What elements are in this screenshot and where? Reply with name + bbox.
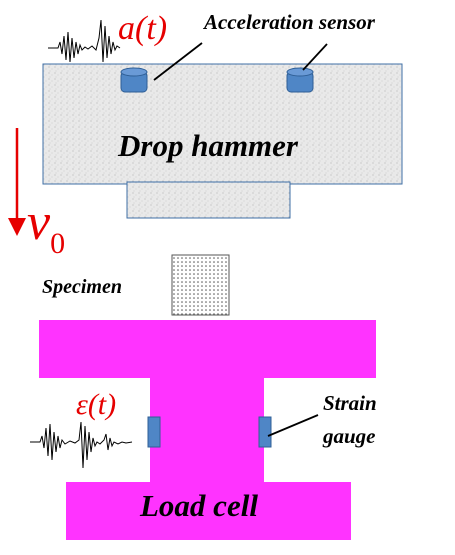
load-cell-body	[39, 320, 376, 540]
acceleration-symbol: a(t)	[118, 10, 168, 47]
acceleration-sensor-left	[120, 67, 148, 93]
strain-gauge-leader	[267, 414, 319, 437]
strain-symbol: ε(t)	[76, 388, 117, 421]
specimen-block	[171, 254, 230, 316]
velocity-subscript: 0	[50, 227, 66, 260]
hammer-striker	[126, 181, 291, 219]
strain-gauge-label-line2: gauge	[323, 424, 376, 448]
acceleration-sensor-right	[286, 67, 314, 93]
sensor-leader-left	[153, 42, 203, 81]
velocity-label: v0	[27, 193, 65, 260]
velocity-arrowhead	[8, 218, 26, 236]
acceleration-sensor-label: Acceleration sensor	[204, 10, 375, 34]
acceleration-waveform	[48, 19, 121, 63]
strain-gauge-right	[258, 416, 272, 448]
load-cell-label: Load cell	[140, 488, 258, 523]
strain-waveform	[30, 421, 133, 469]
sensor-leader-right	[302, 43, 328, 71]
drop-hammer-label: Drop hammer	[118, 128, 298, 163]
strain-gauge-label-line1: Strain	[323, 391, 377, 415]
specimen-label: Specimen	[42, 276, 122, 298]
drop-hammer-block	[42, 63, 403, 185]
velocity-symbol: v	[27, 194, 51, 251]
strain-gauge-left	[147, 416, 161, 448]
